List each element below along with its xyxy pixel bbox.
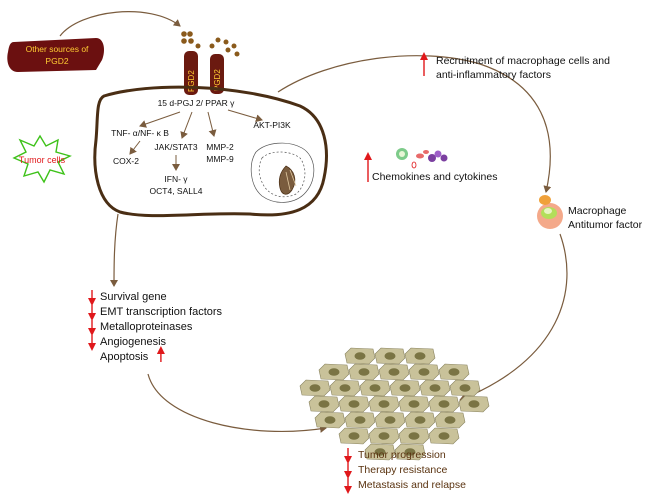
tissue-nucleus (354, 352, 366, 360)
effects-to-tissue-arrow (147, 373, 327, 433)
pgd2-receptor-2: PGD2 (210, 54, 224, 94)
tissue-nucleus (328, 368, 340, 376)
tissue-nucleus (459, 384, 471, 392)
arrow-to-jak (180, 111, 193, 139)
other-sources-label-line2: PGD2 (45, 56, 68, 66)
tissue-nucleus (429, 384, 441, 392)
recruitment-line2: anti-inflammatory factors (436, 69, 551, 81)
receptor-label-2: PGD2 (213, 69, 222, 91)
recruitment-line1: Recruitment of macrophage cells and (436, 55, 610, 67)
tissue-nucleus (378, 400, 390, 408)
pgd2-receptor-1: PGD2 (184, 51, 198, 95)
tissue-nucleus (438, 400, 450, 408)
tumor-cell-membrane (93, 85, 328, 218)
other-sources-badge: Other sources of PGD2 (7, 38, 104, 72)
arrow-to-cox2 (129, 140, 141, 155)
tissue-nucleus (318, 400, 330, 408)
pgd2-molecules (181, 31, 240, 57)
effect-text: EMT transcription factors (100, 306, 223, 318)
pathway-jak-label: JAK/STAT3 (154, 142, 197, 152)
tissue-nucleus (348, 400, 360, 408)
tissue-nucleus (384, 416, 396, 424)
pathway-ifn-label: IFN- γ (164, 174, 188, 184)
tissue-nucleus (418, 368, 430, 376)
badge-to-pgd2-arrow (59, 11, 181, 37)
tissue-nucleus (354, 416, 366, 424)
chemokines-label: Chemokines and cytokines (372, 171, 497, 183)
pathway-tnf-label: TNF- α/NF- κ B (111, 128, 169, 138)
pathway-oct4-label: OCT4, SALL4 (150, 186, 203, 196)
cell-nucleus-sketch (250, 142, 315, 203)
other-sources-label-line1: Other sources of (26, 44, 89, 54)
pathway-akt-label: AKT-PI3K (253, 120, 291, 130)
tissue-nucleus (339, 384, 351, 392)
tissue-nucleus (408, 400, 420, 408)
effect-text: Metalloproteinases (100, 321, 193, 333)
outcome-text: Tumor progression (358, 449, 446, 461)
tissue-nucleus (324, 416, 336, 424)
arrow-to-tnf (139, 111, 181, 128)
cell-to-macrophage-arrow (277, 55, 552, 193)
tumor-tissue-cluster (299, 347, 490, 461)
tumor-cells-star: Tumor cells (12, 134, 72, 184)
tissue-nucleus (438, 432, 450, 440)
arrow-to-akt (227, 109, 263, 123)
cell-to-effects-arrow (110, 213, 119, 287)
tissue-nucleus (408, 432, 420, 440)
chemokines-icon (396, 148, 448, 169)
outcome-text: Therapy resistance (358, 464, 447, 476)
antitumor-factor-label: Antitumor factor (568, 219, 643, 231)
tissue-nucleus (399, 384, 411, 392)
tissue-nucleus (358, 368, 370, 376)
pathway-mmp9-label: MMP-9 (206, 154, 234, 164)
tissue-nucleus (404, 448, 416, 456)
arrow-to-mmp (207, 111, 217, 137)
effect-text: Survival gene (100, 291, 167, 303)
tissue-nucleus (444, 416, 456, 424)
pathway-cox2-label: COX-2 (113, 156, 139, 166)
tissue-nucleus (448, 368, 460, 376)
tissue-nucleus (384, 352, 396, 360)
tissue-nucleus (378, 432, 390, 440)
effect-text: Apoptosis (100, 351, 149, 363)
tissue-nucleus (348, 432, 360, 440)
tissue-nucleus (414, 416, 426, 424)
tissue-nucleus (414, 352, 426, 360)
tissue-nucleus (369, 384, 381, 392)
pathway-mmp2-label: MMP-2 (206, 142, 234, 152)
effect-text: Angiogenesis (100, 336, 167, 348)
macrophage-to-tissue-arrow (459, 233, 568, 402)
tissue-nucleus (468, 400, 480, 408)
tissue-nucleus (309, 384, 321, 392)
tissue-nucleus (374, 448, 386, 456)
tissue-nucleus (388, 368, 400, 376)
macrophage-label: Macrophage (568, 205, 627, 217)
tumor-cells-label: Tumor cells (19, 155, 66, 165)
macrophage-icon (537, 195, 563, 229)
pathway-ppar-label: 15 d-PGJ 2/ PPAR γ (158, 98, 236, 108)
receptor-label-1: PGD2 (187, 70, 196, 92)
outcome-text: Metastasis and relapse (358, 479, 466, 491)
